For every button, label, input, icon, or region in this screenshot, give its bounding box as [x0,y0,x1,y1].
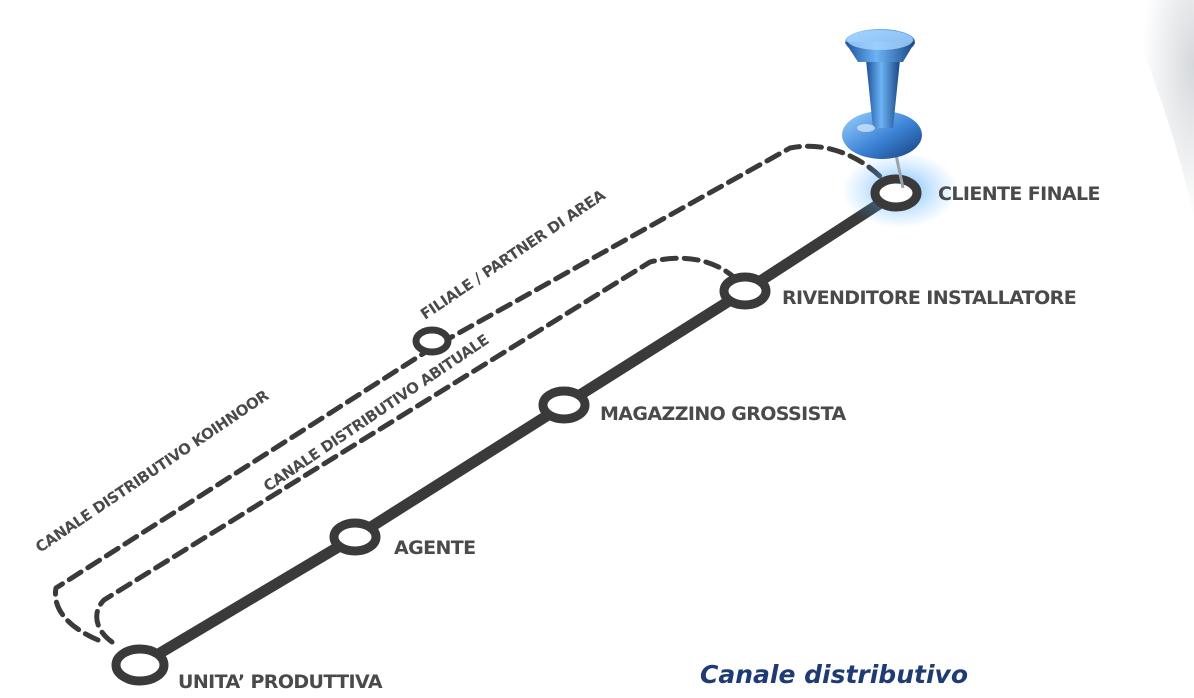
diagram-caption: Canale distributivo [700,660,968,689]
corner-shade [1120,0,1194,220]
station-magazzino-grossista: MAGAZZINO GROSSISTA [538,386,847,425]
station-agente: AGENTE [329,518,476,559]
station-rivenditore-installatore: RIVENDITORE INSTALLATORE [719,272,1077,310]
svg-text:MAGAZZINO GROSSISTA: MAGAZZINO GROSSISTA [600,403,847,425]
svg-text:RIVENDITORE INSTALLATORE: RIVENDITORE INSTALLATORE [782,287,1076,309]
svg-text:CLIENTE FINALE: CLIENTE FINALE [938,183,1100,205]
svg-text:UNITA’ PRODUTTIVA: UNITA’ PRODUTTIVA [178,671,383,693]
pushpin-icon [842,29,922,189]
station-cliente-finale: CLIENTE FINALE [870,174,1101,212]
main-line [134,187,902,671]
svg-text:AGENTE: AGENTE [394,537,476,559]
station-unita-produttiva: UNITA’ PRODUTTIVA [111,644,383,693]
station-filiale [412,326,452,356]
route-abituale-line [94,255,749,645]
route-koihnoor-line [52,143,896,643]
route-filiale-partner-label: FILIALE / PARTNER DI AREA [417,186,609,324]
